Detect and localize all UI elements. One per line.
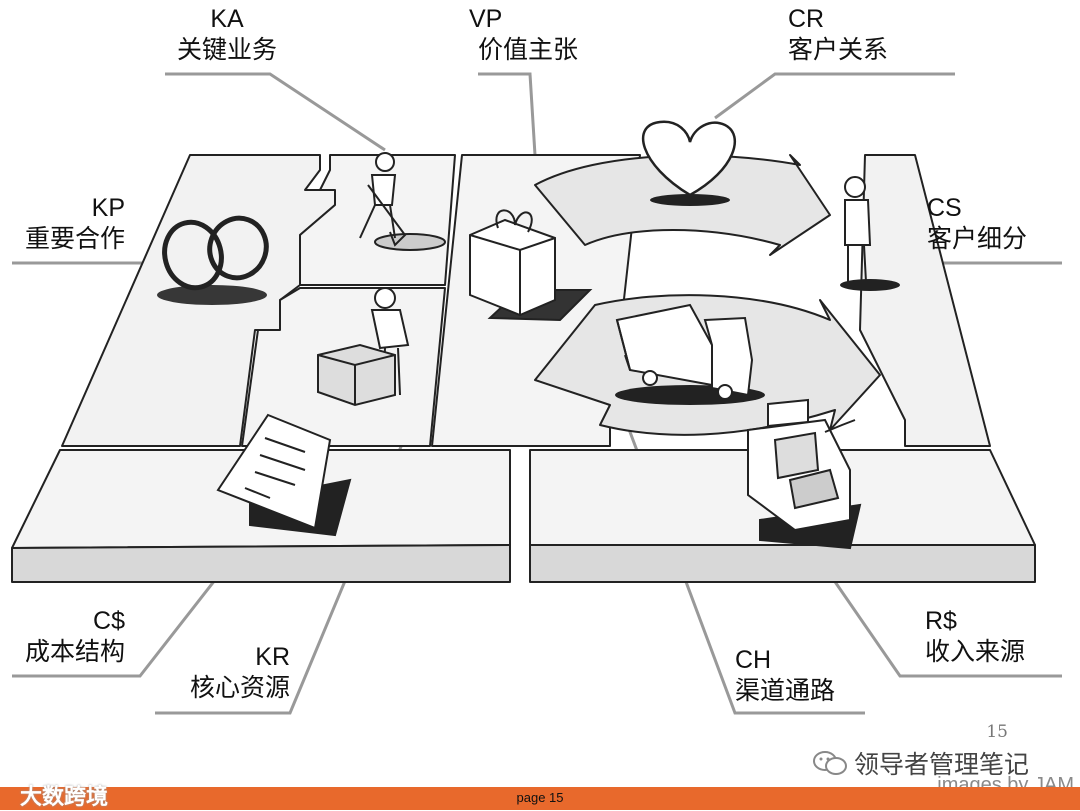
footer-bar: 大数跨境 page 15 [0,787,1080,810]
label-channels: CH 渠道通路 [735,645,865,707]
revenue-streams-name: 收入来源 [925,637,1055,668]
customer-segments-name: 客户细分 [927,224,1057,255]
leader-line-cr [715,74,955,118]
channels-code: CH [735,645,865,676]
label-key-partners: KP 重要合作 [5,193,125,255]
cost-structure-slab-edge [12,545,510,582]
leader-line-vp [478,74,535,155]
value-proposition-code: VP [463,4,593,35]
label-customer-relationships: CR 客户关系 [788,4,918,66]
customer-segments-code: CS [927,193,1057,224]
value-proposition-name: 价值主张 [463,35,593,66]
customer-relationships-name: 客户关系 [788,35,918,66]
key-resources-code: KR [160,642,290,673]
wechat-icon [812,749,848,784]
revenue-streams-slab-edge [530,545,1035,582]
channels-name: 渠道通路 [735,676,865,707]
cost-structure-code: C$ [5,606,125,637]
footer-page-label: page 15 [0,790,1080,805]
key-activities-code: KA [162,4,292,35]
key-activities-name: 关键业务 [162,35,292,66]
label-key-resources: KR 核心资源 [160,642,290,704]
label-key-activities: KA 关键业务 [162,4,292,66]
label-customer-segments: CS 客户细分 [927,193,1057,255]
label-value-proposition: VP 价值主张 [463,4,593,66]
key-resources-name: 核心资源 [160,673,290,704]
truck-icon [615,305,765,405]
customer-relationships-code: CR [788,4,918,35]
revenue-streams-code: R$ [925,606,1055,637]
cost-structure-name: 成本结构 [5,637,125,668]
label-revenue-streams: R$ 收入来源 [925,606,1055,668]
key-partners-code: KP [5,193,125,224]
key-partners-name: 重要合作 [5,224,125,255]
leader-line-ka [165,74,385,150]
label-cost-structure: C$ 成本结构 [5,606,125,668]
slide-page-number: 15 [986,722,1008,742]
